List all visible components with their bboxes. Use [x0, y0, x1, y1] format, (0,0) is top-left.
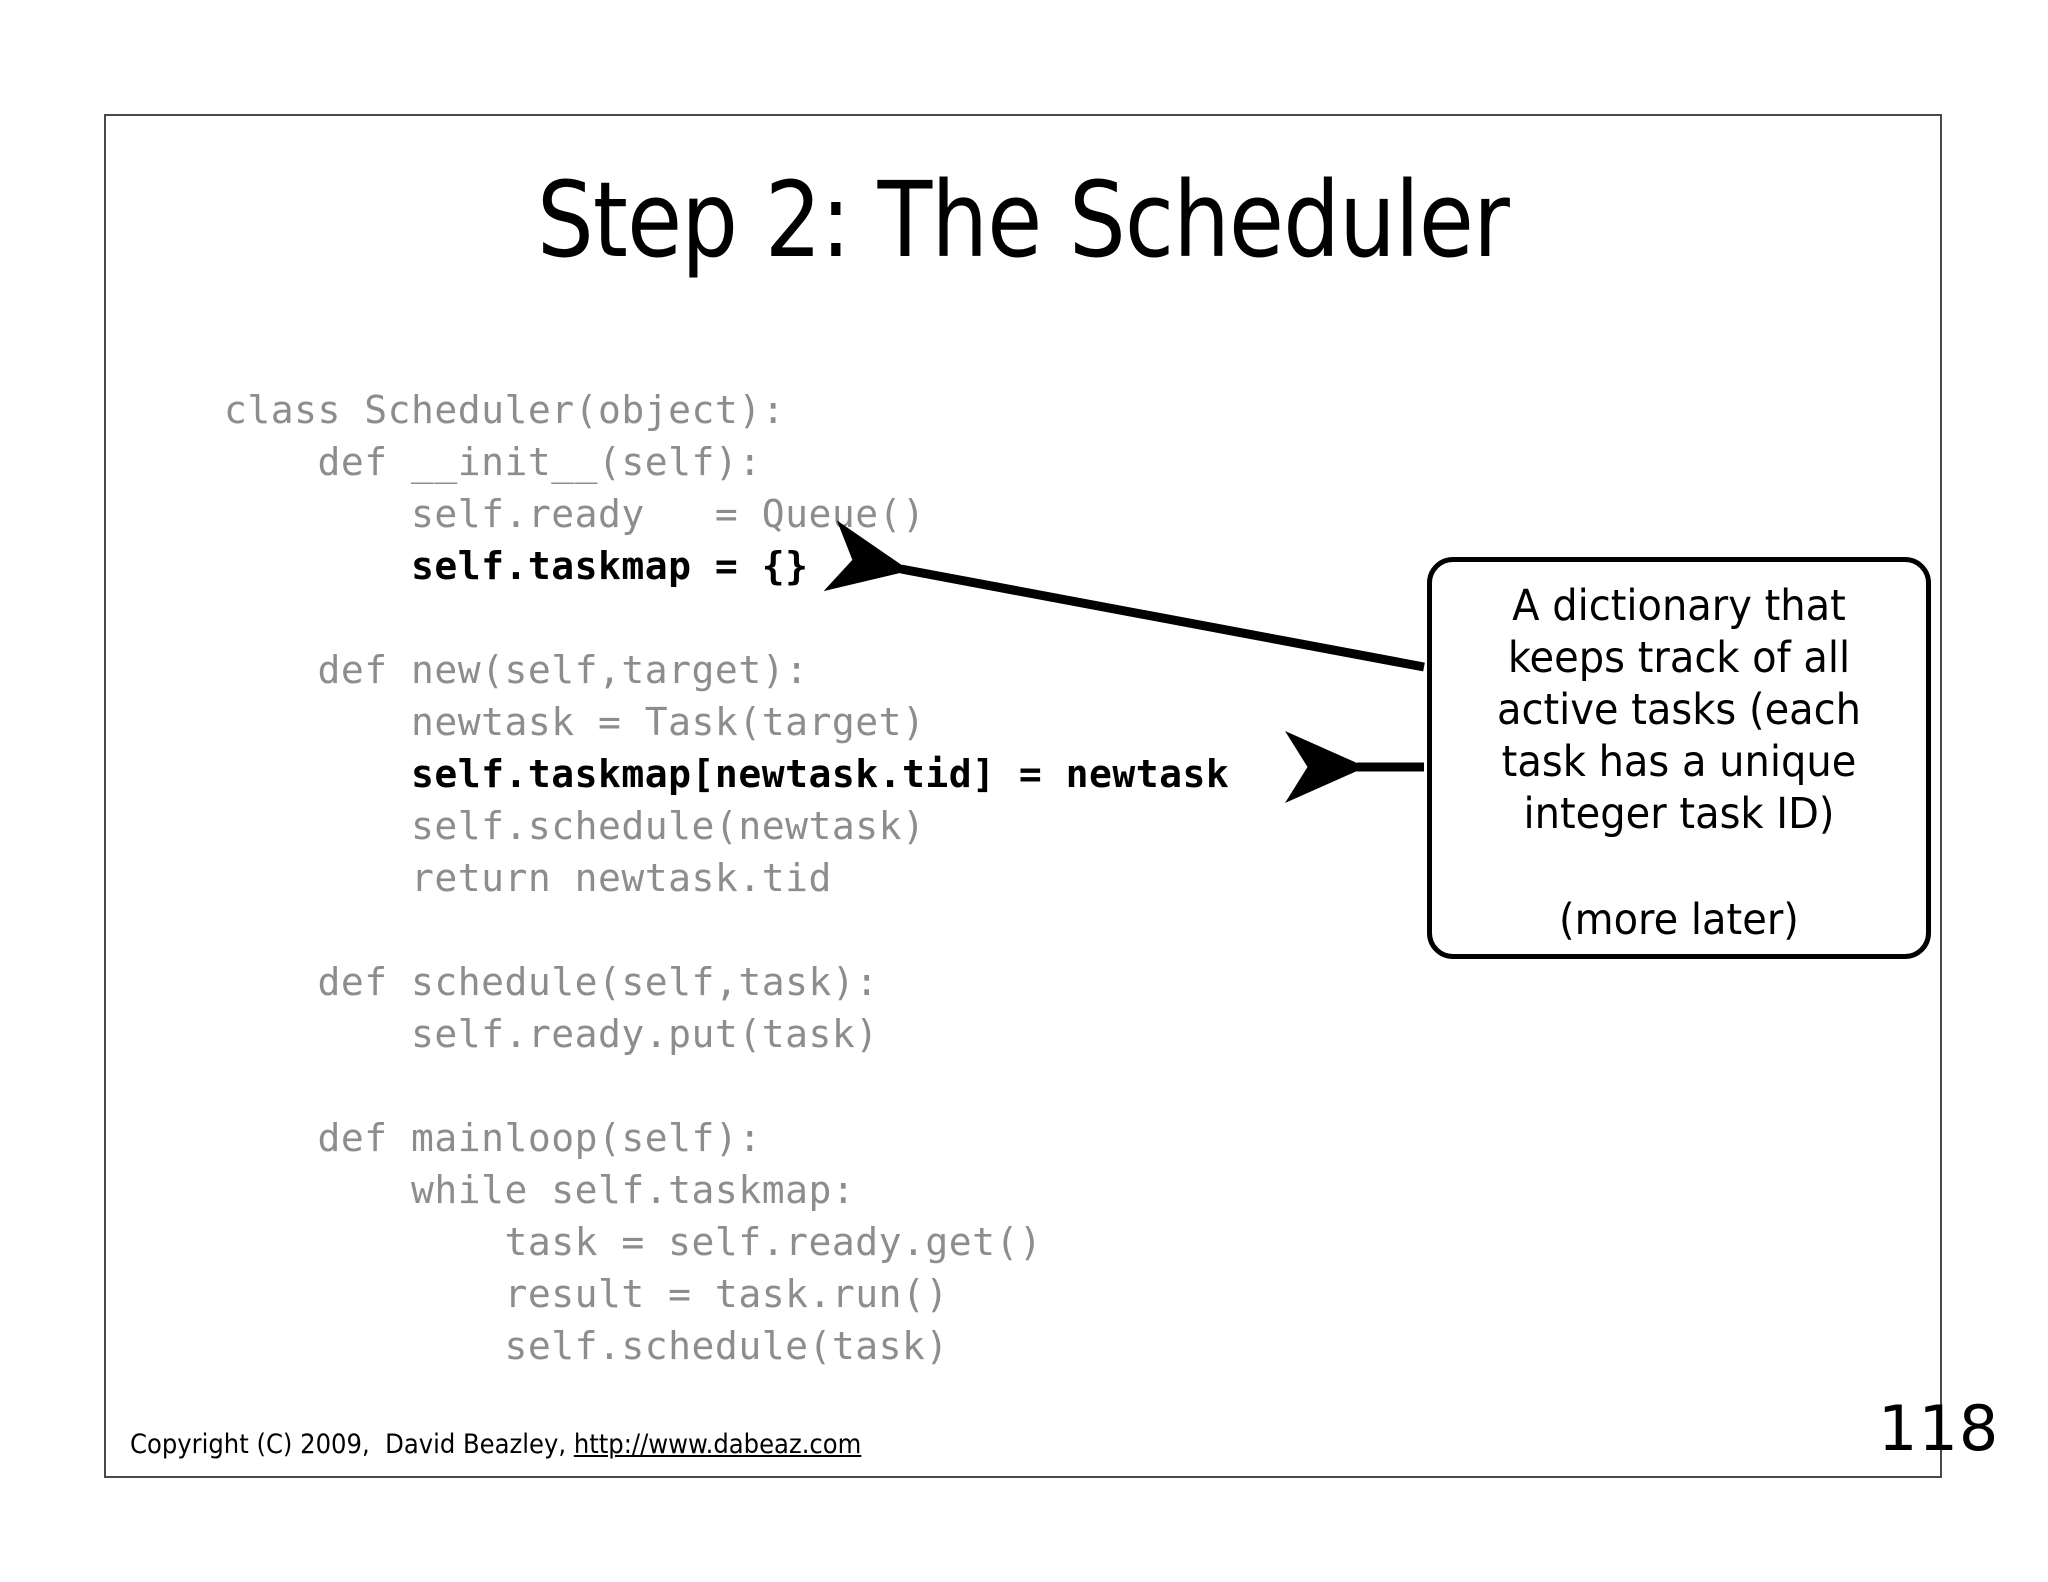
code-line: def __init__(self):: [224, 440, 762, 484]
code-line: [224, 1060, 1229, 1112]
code-line: self.ready.put(task): [224, 1012, 879, 1056]
code-line: def mainloop(self):: [224, 1116, 762, 1160]
code-line: task = self.ready.get(): [224, 1220, 1043, 1264]
callout-footnote-text: (more later): [1559, 895, 1799, 945]
code-line: [224, 592, 1229, 644]
callout-body-text: A dictionary that keeps track of all act…: [1496, 581, 1862, 839]
footer-copyright-text: Copyright (C) 2009, David Beazley,: [130, 1429, 574, 1460]
code-line: return newtask.tid: [224, 856, 832, 900]
code-line: while self.taskmap:: [224, 1168, 856, 1212]
code-line: [224, 904, 1229, 956]
page-title: Step 2: The Scheduler: [536, 159, 1510, 281]
code-line: result = task.run(): [224, 1272, 949, 1316]
code-line: newtask = Task(target): [224, 700, 926, 744]
footer-url-link[interactable]: http://www.dabeaz.com: [573, 1429, 862, 1460]
page-number: 118: [1878, 1392, 2000, 1465]
slide-canvas: Step 2: The Scheduler class Scheduler(ob…: [104, 114, 1942, 1478]
code-line: self.taskmap[newtask.tid] = newtask: [224, 752, 1230, 796]
code-line: self.ready = Queue(): [224, 492, 926, 536]
code-block: class Scheduler(object): def __init__(se…: [224, 384, 1229, 1372]
footer-copyright: Copyright (C) 2009, David Beazley, http:…: [130, 1429, 861, 1460]
code-line: self.schedule(task): [224, 1324, 949, 1368]
code-line: self.taskmap = {}: [224, 544, 809, 588]
code-line: self.schedule(newtask): [224, 804, 926, 848]
code-line: class Scheduler(object):: [224, 388, 786, 432]
code-line: def new(self,target):: [224, 648, 809, 692]
code-line: def schedule(self,task):: [224, 960, 879, 1004]
callout-box: A dictionary that keeps track of all act…: [1427, 557, 1931, 959]
